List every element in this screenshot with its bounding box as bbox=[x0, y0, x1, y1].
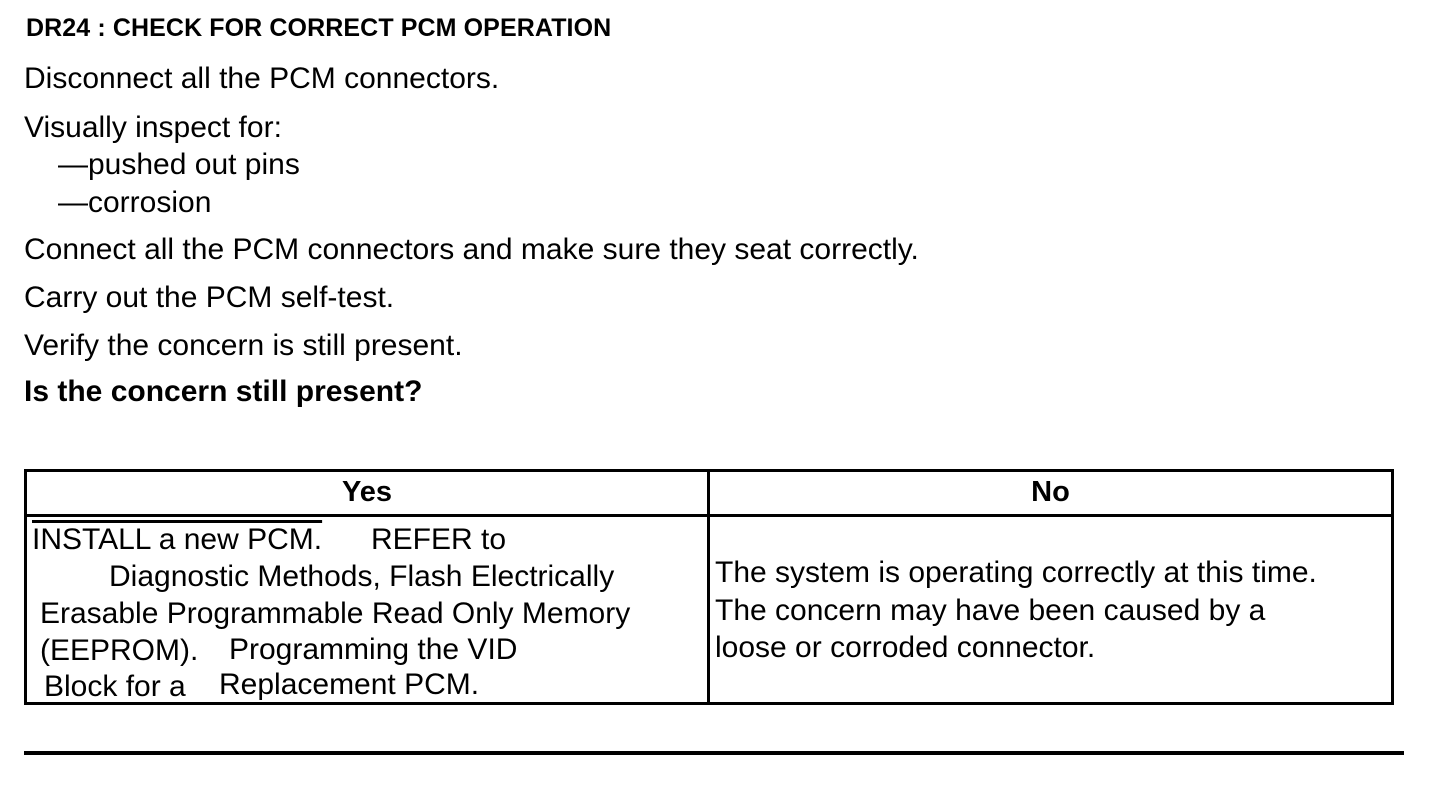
yes-cell-reference-line: Erasable Programmable Read Only Memory bbox=[40, 597, 631, 630]
table-header-divider bbox=[27, 514, 1391, 517]
no-column-header: No bbox=[1031, 476, 1070, 508]
yes-column-header: Yes bbox=[342, 476, 392, 508]
step-disconnect-connectors: Disconnect all the PCM connectors. bbox=[24, 62, 500, 95]
yes-cell-reference-line: Programming the VID bbox=[229, 633, 518, 666]
inspect-item-pushed-out-pins: —pushed out pins bbox=[58, 148, 300, 181]
result-table: Yes No INSTALL a new PCM. REFER to Diagn… bbox=[24, 469, 1394, 705]
yes-cell-refer-text: REFER to bbox=[371, 523, 507, 556]
no-cell-line: The system is operating correctly at thi… bbox=[715, 556, 1317, 589]
decision-question: Is the concern still present? bbox=[24, 375, 423, 408]
yes-cell-reference-line: (EEPROM). bbox=[40, 634, 199, 667]
yes-cell-reference-line: Diagnostic Methods, Flash Electrically bbox=[109, 560, 615, 593]
table-column-divider bbox=[707, 472, 710, 702]
section-end-rule bbox=[24, 751, 1404, 755]
yes-cell-reference-line: Block for a bbox=[44, 670, 186, 703]
step-connect-connectors: Connect all the PCM connectors and make … bbox=[24, 233, 919, 266]
yes-cell-install-action: INSTALL a new PCM. bbox=[32, 523, 323, 556]
step-verify-concern: Verify the concern is still present. bbox=[24, 329, 463, 362]
inspect-item-corrosion: —corrosion bbox=[58, 186, 212, 219]
procedure-heading: DR24 : CHECK FOR CORRECT PCM OPERATION bbox=[26, 14, 612, 42]
yes-cell-reference-line: Replacement PCM. bbox=[219, 668, 480, 701]
no-cell-line: loose or corroded connector. bbox=[715, 631, 1096, 664]
step-visual-inspect: Visually inspect for: bbox=[24, 111, 282, 144]
no-cell-line: The concern may have been caused by a bbox=[715, 594, 1266, 627]
step-self-test: Carry out the PCM self-test. bbox=[24, 281, 395, 314]
